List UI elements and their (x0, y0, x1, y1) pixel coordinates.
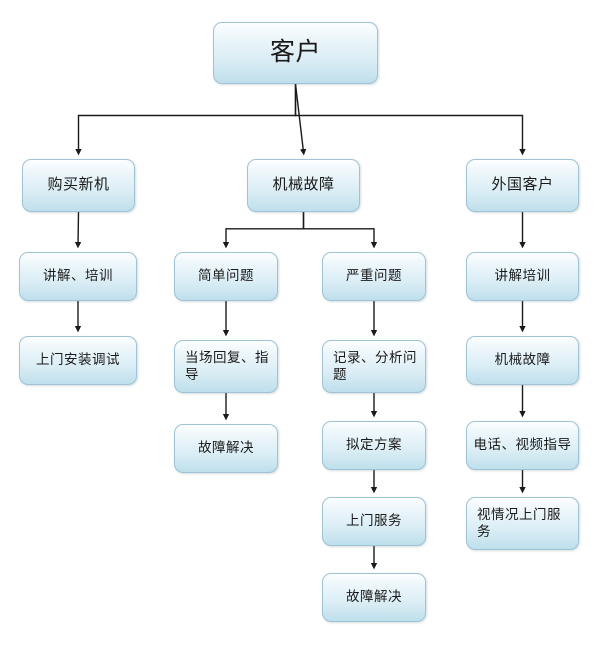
flow-node-n8[interactable]: 故障解决 (174, 424, 278, 473)
flow-node-n14[interactable]: 讲解培训 (466, 252, 579, 301)
flow-node-n3[interactable]: 外国客户 (466, 159, 579, 212)
flow-node-n9[interactable]: 严重问题 (322, 252, 426, 301)
flow-node-n7[interactable]: 当场回复、指导 (174, 340, 278, 393)
flow-node-label: 记录、分析问题 (333, 349, 417, 382)
flow-node-n6[interactable]: 简单问题 (174, 252, 278, 301)
flow-node-n11[interactable]: 拟定方案 (322, 421, 426, 470)
flow-node-n0[interactable]: 客户 (213, 22, 378, 84)
flow-node-n4[interactable]: 讲解、培训 (19, 252, 137, 301)
flow-node-label: 电话、视频指导 (473, 437, 572, 453)
flow-node-label: 拟定方案 (346, 437, 402, 453)
flow-node-n12[interactable]: 上门服务 (322, 497, 426, 546)
flow-node-n15[interactable]: 机械故障 (466, 336, 579, 385)
flow-node-label: 简单问题 (198, 268, 254, 284)
flow-node-label: 购买新机 (47, 176, 110, 194)
flow-node-label: 当场回复、指导 (185, 349, 269, 382)
flow-node-label: 讲解培训 (494, 268, 551, 284)
flow-node-label: 外国客户 (491, 176, 554, 194)
flow-node-n17[interactable]: 视情况上门服务 (466, 497, 579, 550)
flow-node-label: 视情况上门服务 (477, 506, 561, 539)
flow-edge-n2-n6 (222, 212, 305, 249)
flow-node-n16[interactable]: 电话、视频指导 (466, 421, 579, 470)
flow-node-n2[interactable]: 机械故障 (247, 159, 360, 212)
flow-node-n13[interactable]: 故障解决 (322, 573, 426, 622)
flow-edge-n0-n2 (294, 83, 307, 156)
flow-node-n5[interactable]: 上门安装调试 (19, 336, 137, 385)
flow-node-n1[interactable]: 购买新机 (22, 159, 135, 212)
flow-node-label: 客户 (269, 38, 321, 67)
flow-node-label: 机械故障 (272, 176, 335, 194)
flow-node-label: 机械故障 (494, 352, 551, 368)
flow-node-label: 上门服务 (346, 513, 402, 529)
flow-node-label: 严重问题 (346, 268, 402, 284)
flow-edge-n0-n3 (294, 84, 526, 156)
flow-edge-n2-n9 (302, 212, 378, 249)
flow-node-label: 上门安装调试 (36, 352, 120, 368)
flow-node-label: 讲解、培训 (43, 268, 113, 284)
flow-edge-n1-n4 (74, 211, 82, 249)
flow-node-n10[interactable]: 记录、分析问题 (322, 340, 426, 393)
flow-node-label: 故障解决 (346, 589, 402, 605)
flow-node-label: 故障解决 (198, 440, 254, 456)
flow-edge-n0-n1 (75, 84, 297, 156)
